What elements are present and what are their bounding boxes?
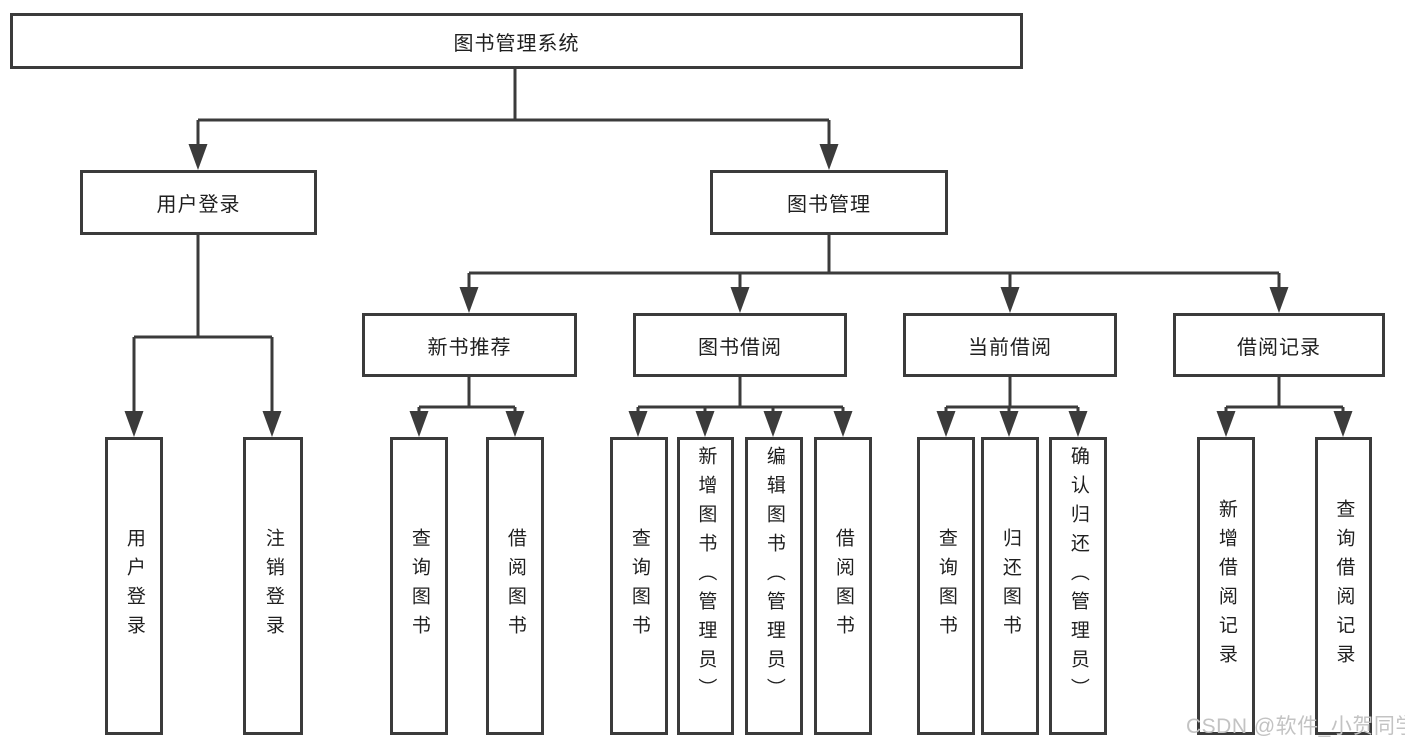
node-label: 借阅图书	[832, 528, 854, 644]
node-label: 查询图书	[408, 528, 430, 644]
leaf-user-login: 用户登录	[105, 437, 163, 735]
leaf-logout: 注销登录	[243, 437, 303, 735]
node-label: 当前借阅	[968, 336, 1052, 359]
leaf-edit-book-admin: 编辑图书（管理员）	[745, 437, 803, 735]
node-book-borrowing: 图书借阅	[633, 313, 847, 377]
leaf-query-books-current: 查询图书	[917, 437, 975, 735]
node-new-book-recommendation: 新书推荐	[362, 313, 577, 377]
leaf-borrow-books-recommend: 借阅图书	[486, 437, 544, 735]
node-label: 新增图书（管理员）	[695, 446, 717, 707]
node-book-management: 图书管理	[710, 170, 948, 235]
leaf-query-books-recommend: 查询图书	[390, 437, 448, 735]
node-label: 归还图书	[999, 528, 1021, 644]
leaf-borrow-books-borrowing: 借阅图书	[814, 437, 872, 735]
node-label: 编辑图书（管理员）	[763, 446, 785, 707]
node-library-system: 图书管理系统	[10, 13, 1023, 69]
leaf-query-borrow-record: 查询借阅记录	[1315, 437, 1372, 735]
node-user-login: 用户登录	[80, 170, 317, 235]
node-label: 借阅记录	[1237, 336, 1321, 359]
node-label: 图书管理	[787, 194, 871, 216]
node-label: 查询图书	[628, 528, 650, 644]
leaf-add-book-admin: 新增图书（管理员）	[677, 437, 734, 735]
leaf-return-book: 归还图书	[981, 437, 1039, 735]
node-label: 查询图书	[935, 528, 957, 644]
node-label: 注销登录	[262, 528, 284, 644]
csdn-watermark: CSDN @软件_小贺同学	[1186, 715, 1405, 738]
node-label: 新增借阅记录	[1215, 499, 1237, 673]
node-borrowing-records: 借阅记录	[1173, 313, 1385, 377]
node-label: 用户登录	[156, 194, 241, 216]
node-label: 查询借阅记录	[1333, 499, 1355, 673]
node-label: 确认归还（管理员）	[1067, 446, 1089, 707]
node-label: 借阅图书	[504, 528, 526, 644]
node-label: 用户登录	[123, 528, 145, 644]
leaf-query-books-borrowing: 查询图书	[610, 437, 668, 735]
node-current-borrowing: 当前借阅	[903, 313, 1117, 377]
node-label: 图书借阅	[698, 336, 782, 359]
node-label: 新书推荐	[427, 336, 512, 359]
leaf-add-borrow-record: 新增借阅记录	[1197, 437, 1255, 735]
leaf-confirm-return-admin: 确认归还（管理员）	[1049, 437, 1107, 735]
node-label: 图书管理系统	[453, 32, 580, 55]
